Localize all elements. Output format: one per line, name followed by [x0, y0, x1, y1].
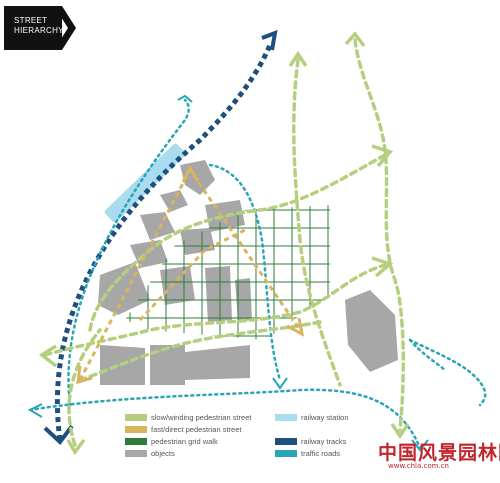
legend-swatch	[275, 437, 297, 445]
arrowhead	[371, 144, 394, 168]
legend-label: fast/direct pedestrian street	[151, 424, 242, 434]
building-objects	[98, 160, 398, 385]
legend-swatch	[275, 449, 297, 457]
legend-label: traffic roads	[301, 448, 341, 458]
chevron-icon	[54, 6, 76, 50]
building	[98, 262, 150, 315]
railway-tracks	[43, 29, 278, 445]
legend-item-slow: slow/winding pedestrian street	[125, 412, 251, 422]
building-large	[345, 290, 398, 372]
arrowhead	[411, 439, 429, 452]
header-title-line1: STREET	[14, 16, 48, 25]
arrowhead	[38, 344, 58, 368]
watermark-url: www.chla.com.cn	[388, 462, 449, 470]
header-title-line2: HIERARCHY	[14, 26, 64, 35]
building	[205, 200, 245, 232]
street-hierarchy-header: STREET HIERARCHY	[4, 6, 76, 50]
arrowhead	[181, 164, 200, 183]
arrowhead	[344, 31, 366, 48]
legend-swatch	[125, 437, 147, 445]
arrowhead	[76, 365, 93, 385]
arrowhead	[390, 423, 410, 440]
arrowhead	[288, 50, 308, 67]
legend-label: pedestrian grid walk	[151, 436, 218, 446]
legend-item-railway-tracks: railway tracks	[275, 436, 346, 446]
legend-item-railway-station: railway station	[275, 412, 349, 422]
header-title: STREET HIERARCHY	[14, 16, 64, 36]
legend-label: objects	[151, 448, 175, 458]
railway-station	[104, 143, 186, 223]
arrowhead	[66, 438, 86, 456]
watermark-text: 中国风景园林网	[378, 442, 500, 464]
building	[180, 228, 215, 255]
building	[130, 240, 168, 268]
legend-label: railway tracks	[301, 436, 347, 446]
traffic-roads	[28, 98, 487, 450]
watermark: 中国风景园林网 www.chla.com.cn	[368, 438, 500, 480]
building	[160, 266, 195, 305]
legend-swatch	[275, 413, 297, 421]
legend-item-traffic-roads: traffic roads	[275, 448, 340, 458]
building	[205, 266, 232, 322]
legend-item-fast: fast/direct pedestrian street	[125, 424, 241, 434]
arrowhead	[27, 403, 43, 418]
legend: slow/winding pedestrian street fast/dire…	[125, 410, 375, 470]
arrowhead	[177, 94, 193, 103]
legend-label: railway station	[301, 412, 349, 422]
legend-label: slow/winding pedestrian street	[151, 412, 252, 422]
legend-swatch	[125, 449, 147, 457]
header-bar	[4, 6, 62, 50]
arrowhead	[286, 317, 305, 337]
building	[185, 345, 250, 380]
legend-item-objects: objects	[125, 448, 175, 458]
building	[140, 212, 175, 240]
slow-pedestrian-streets	[43, 38, 406, 447]
arrowhead	[371, 256, 394, 278]
legend-swatch	[125, 425, 147, 433]
arrowhead	[272, 377, 288, 390]
building	[150, 345, 185, 385]
legend-swatch	[125, 413, 147, 421]
legend-item-grid: pedestrian grid walk	[125, 436, 218, 446]
